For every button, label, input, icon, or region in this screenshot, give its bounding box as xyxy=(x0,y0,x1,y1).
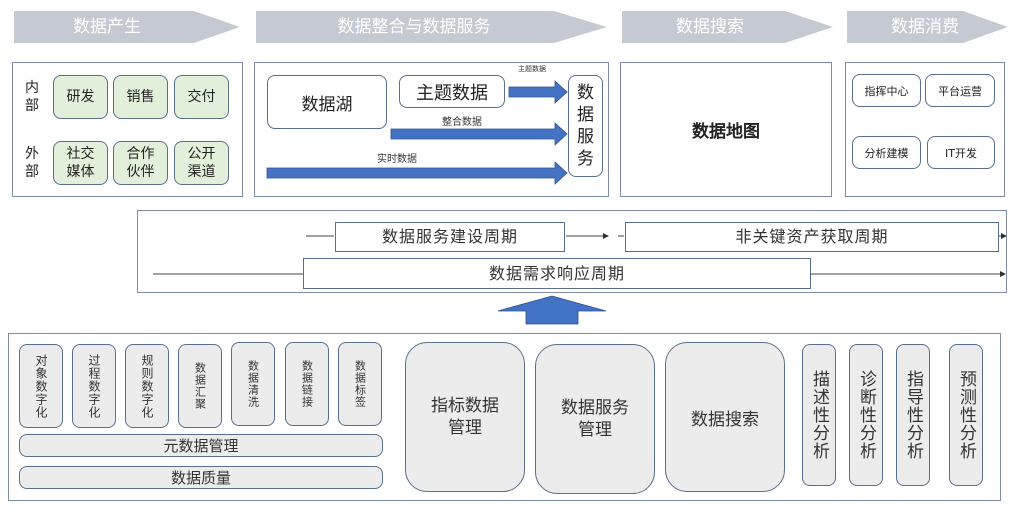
up-arrow-icon xyxy=(497,295,607,325)
stage-chevron-search: 数据搜索 xyxy=(620,9,835,45)
data-ops-cleansing: 数据清洗 xyxy=(231,342,275,426)
data-ops-tagging: 数据标签 xyxy=(338,342,382,426)
data-quality-bar: 数据质量 xyxy=(19,466,383,489)
source-public-channels: 公开渠道 xyxy=(174,141,229,185)
non-key-asset-cycle: 非关键资产获取周期 xyxy=(625,222,999,252)
topic-data-arrow xyxy=(508,80,568,104)
stage-label: 数据搜索 xyxy=(676,17,744,37)
external-label: 外部 xyxy=(25,146,39,180)
topic-data-box: 主题数据 xyxy=(399,75,505,108)
digitization-process: 过程数字化 xyxy=(72,344,116,428)
consumer-it-dev: IT开发 xyxy=(927,136,995,169)
chevron-arrow-shape xyxy=(14,11,240,43)
integration-arrows xyxy=(266,80,568,185)
topic-data-arrow-label: 主题数据 xyxy=(518,65,546,73)
non-key-arrowhead xyxy=(1001,233,1007,239)
stage-label: 数据产生 xyxy=(73,17,141,37)
chevron-arrow-shape xyxy=(622,11,833,43)
analytics-diagnostic: 诊断性分析 xyxy=(849,344,883,486)
source-rnd: 研发 xyxy=(53,75,108,119)
digitization-object: 对象数字化 xyxy=(19,344,63,428)
stage-chevron-production: 数据产生 xyxy=(12,9,242,45)
digitization-rules: 规则数字化 xyxy=(125,344,169,428)
chevron-arrow-shape xyxy=(256,11,607,43)
source-delivery: 交付 xyxy=(174,75,229,119)
source-sales: 销售 xyxy=(113,75,168,119)
data-lake-box: 数据湖 xyxy=(267,75,387,129)
integrated-data-arrow xyxy=(390,122,568,146)
consumer-platform-ops: 平台运营 xyxy=(925,74,995,107)
service-build-cycle: 数据服务建设周期 xyxy=(335,222,565,252)
search-panel: 数据地图 xyxy=(620,62,832,197)
metric-data-management: 指标数据 管理 xyxy=(405,342,525,492)
source-social-media: 社交媒体 xyxy=(53,141,108,185)
data-ops-linking: 数据链接 xyxy=(285,342,329,426)
data-ops-aggregation: 数据汇聚 xyxy=(178,344,222,428)
analytics-prescriptive: 指导性分析 xyxy=(896,344,930,486)
consumption-panel: 指挥中心 平台运营 分析建模 IT开发 xyxy=(845,62,1005,197)
analytics-descriptive: 描述性分析 xyxy=(802,344,836,486)
chevron-arrow-shape xyxy=(847,11,1008,43)
integrated-data-label: 整合数据 xyxy=(442,117,482,128)
internal-label: 内部 xyxy=(25,80,39,114)
data-service-box: 数据服务 xyxy=(568,75,603,177)
foundation-panel: 对象数字化 过程数字化 规则数字化 数据汇聚 数据清洗 数据链接 数据标签 元数… xyxy=(8,333,1001,501)
stage-label: 数据整合与数据服务 xyxy=(337,17,491,37)
consumer-command-center: 指挥中心 xyxy=(852,74,921,107)
data-search-block: 数据搜索 xyxy=(665,342,785,492)
cycles-panel: 数据服务建设周期 非关键资产获取周期 数据需求响应周期 xyxy=(137,210,1007,293)
realtime-data-arrow xyxy=(266,161,568,185)
stage-label: 数据消费 xyxy=(891,17,959,37)
metadata-management-bar: 元数据管理 xyxy=(19,434,383,457)
consumer-analytics-modeling: 分析建模 xyxy=(852,136,921,169)
source-partners: 合作伙伴 xyxy=(113,141,168,185)
cycle-lines xyxy=(153,233,1007,277)
integration-panel: 数据湖 主题数据 数据服务 主题数据 整合数据 实时数据 xyxy=(254,62,609,197)
stage-chevron-integration: 数据整合与数据服务 xyxy=(254,9,609,45)
demand-response-cycle: 数据需求响应周期 xyxy=(303,258,811,289)
demand-arrowhead xyxy=(1000,271,1006,277)
analytics-predictive: 预测性分析 xyxy=(949,344,983,486)
realtime-data-label: 实时数据 xyxy=(377,154,417,165)
service-build-arrowhead xyxy=(603,233,609,239)
data-service-management: 数据服务 管理 xyxy=(535,344,655,494)
production-panel: 内部 外部 研发 销售 交付 社交媒体 合作伙伴 公开渠道 xyxy=(12,62,243,197)
stage-chevron-consumption: 数据消费 xyxy=(845,9,1010,45)
data-map-label: 数据地图 xyxy=(692,122,760,142)
